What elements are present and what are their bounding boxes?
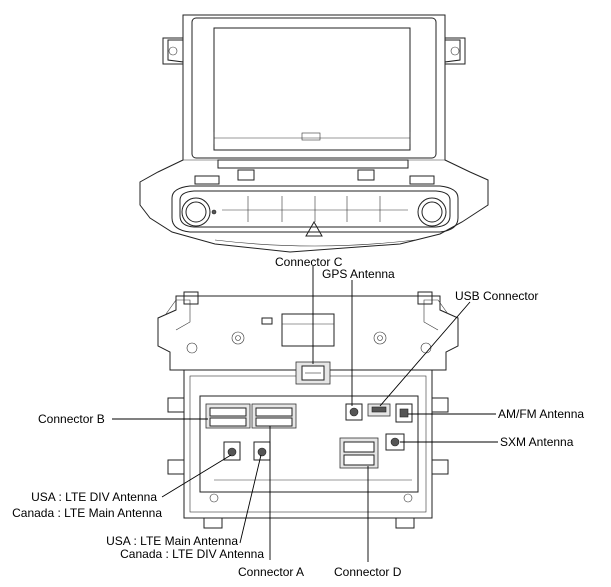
post-3 — [186, 342, 198, 354]
leader-lte-div — [161, 454, 232, 498]
label-amfm-antenna: AM/FM Antenna — [498, 407, 584, 421]
control-panel-inner — [179, 190, 451, 228]
front-view — [139, 14, 489, 253]
rear-view — [157, 291, 459, 529]
rear-top-right-tab — [417, 291, 433, 305]
rear-screw-1 — [209, 493, 219, 503]
rear-top-right-arm — [423, 299, 449, 331]
connector-d-row2 — [343, 454, 375, 466]
amfm-jack — [399, 408, 409, 418]
right-knob — [417, 197, 447, 227]
label-sxm-antenna: SXM Antenna — [500, 435, 574, 449]
lte-jack-1 — [227, 447, 237, 457]
clip-4 — [409, 175, 435, 185]
label-connector-d: Connector D — [334, 565, 402, 579]
post-4 — [420, 342, 432, 354]
label-connector-c: Connector C — [275, 255, 343, 269]
connector-d-row1 — [343, 441, 375, 453]
bezel-lower-strip — [217, 159, 409, 169]
callout-labels: Connector C GPS Antenna USB Connector Co… — [12, 255, 584, 579]
post-2-center — [377, 335, 383, 341]
screen-dim-tag — [301, 132, 321, 141]
clip-2 — [357, 169, 375, 181]
rear-top-plate — [281, 313, 335, 347]
label-gps-antenna: GPS Antenna — [322, 267, 395, 281]
front-right-tab-hole — [450, 46, 460, 56]
rear-left-side-tab — [167, 397, 185, 413]
front-lower-trim — [214, 239, 416, 247]
display-screen — [213, 27, 411, 151]
leader-lte-main — [239, 454, 262, 544]
front-left-tab — [162, 37, 184, 65]
hazard-icon — [305, 220, 323, 237]
rear-right-side-tab-2 — [431, 459, 449, 475]
connector-b-row2 — [209, 417, 247, 427]
clip-3 — [194, 175, 220, 185]
post-1-center — [235, 335, 241, 341]
label-usa-lte-div: USA : LTE DIV Antenna — [31, 490, 157, 504]
leader-usb-connector — [379, 301, 471, 407]
post-2 — [373, 331, 387, 345]
leader-lines — [112, 266, 498, 562]
label-connector-b: Connector B — [38, 412, 105, 426]
rear-screw-2 — [403, 493, 413, 503]
display-bezel — [191, 17, 437, 159]
rear-right-side-tab — [431, 397, 449, 413]
label-connector-a: Connector A — [238, 565, 304, 579]
label-canada-lte-main: Canada : LTE Main Antenna — [12, 506, 162, 520]
connector-a-row2 — [255, 417, 293, 427]
left-knob — [181, 197, 211, 227]
rear-pcb — [199, 395, 419, 493]
right-knob-inner — [421, 201, 443, 223]
rear-small-tag — [261, 317, 273, 325]
sxm-jack — [390, 437, 400, 447]
post-1 — [231, 331, 245, 345]
rear-top-frame — [157, 295, 459, 371]
connector-a-row1 — [255, 407, 293, 417]
label-canada-lte-div: Canada : LTE DIV Antenna — [120, 547, 264, 561]
usb-connector-port — [371, 406, 387, 413]
connector-b-row1 — [209, 407, 247, 417]
front-left-tab-hole — [168, 46, 178, 56]
front-indicator-dot — [211, 209, 217, 215]
rear-bottom-tab-2 — [395, 517, 415, 529]
rear-top-left-arm — [165, 299, 191, 331]
gps-jack — [349, 407, 359, 417]
rear-top-left-tab — [183, 291, 199, 305]
lte-jack-2 — [257, 447, 267, 457]
label-usb-connector: USB Connector — [455, 289, 538, 303]
front-right-tab — [444, 37, 466, 65]
rear-bottom-tab-1 — [203, 517, 223, 529]
front-housing-outline — [139, 14, 489, 253]
clip-1 — [237, 169, 255, 181]
rear-left-side-tab-2 — [167, 459, 185, 475]
control-panel — [171, 185, 459, 233]
left-knob-inner — [185, 201, 207, 223]
label-usa-lte-main: USA : LTE Main Antenna — [106, 534, 238, 548]
